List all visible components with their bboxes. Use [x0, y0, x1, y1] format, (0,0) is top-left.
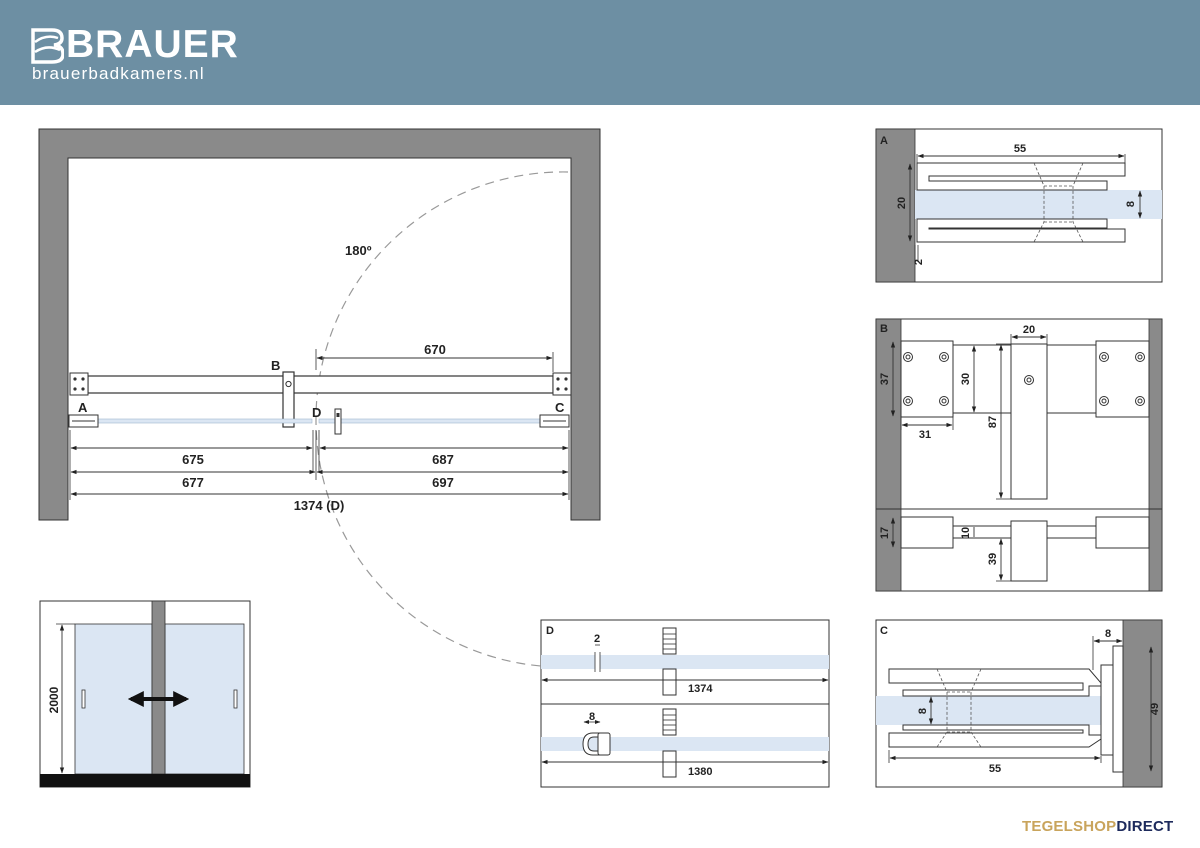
detail-b-dim-31: 31	[919, 429, 931, 441]
sliding-rail	[87, 375, 554, 394]
plan-label-b: B	[271, 358, 280, 373]
detail-c-wall	[1122, 619, 1163, 788]
glass-panel-right	[318, 418, 553, 424]
detail-b-side-bracket-right	[1095, 516, 1150, 549]
elevation-height: 2000	[47, 686, 61, 713]
detail-b-label: B	[880, 323, 888, 335]
detail-a-glass	[915, 190, 1162, 219]
detail-b-dim-17: 17	[879, 527, 891, 539]
door-swing-arc	[315, 171, 569, 668]
detail-a: A 55 20 8 2	[875, 128, 1163, 283]
rail-bracket-right	[552, 372, 572, 396]
detail-b-dim-39: 39	[987, 553, 999, 565]
detail-d-seal-width: 8	[589, 711, 595, 723]
detail-b-wall-left	[875, 318, 902, 592]
detail-a-clamp-bottom	[916, 218, 1126, 243]
detail-a-wall	[875, 128, 916, 283]
tegelshopdirect-logo: TEGELSHOPDIRECT	[1022, 818, 1173, 835]
detail-a-dim-2: 2	[913, 259, 925, 265]
header-banner: BRAUER brauerbadkamers.nl	[0, 0, 1200, 105]
detail-b-side-bracket-left	[900, 516, 954, 549]
dim-677: 677	[182, 475, 204, 490]
detail-a-dim-20: 20	[896, 197, 908, 209]
detail-d-label: D	[546, 625, 554, 637]
detail-a-dim-55: 55	[1014, 143, 1026, 155]
detail-d-glass-left-1	[541, 655, 595, 669]
plan-label-d: D	[312, 405, 321, 420]
detail-b-side-roller	[1010, 520, 1048, 582]
brauer-logo-icon	[31, 28, 64, 64]
detail-b-dim-87: 87	[987, 416, 999, 428]
dim-670: 670	[424, 342, 446, 357]
technical-drawing: 180º A B C D 670 675 687 677 697 1374 (D…	[38, 128, 1163, 788]
detail-b-dim-20: 20	[1023, 324, 1035, 336]
elevation-center-post	[151, 600, 166, 775]
detail-c: C 8 8 49 55	[875, 619, 1163, 788]
detail-c-dim-8-top: 8	[1105, 628, 1111, 640]
elevation-floor	[40, 774, 250, 787]
detail-c-clamp-top	[888, 668, 1102, 697]
detail-c-label: C	[880, 625, 888, 637]
detail-c-dim-8-glass: 8	[917, 708, 929, 714]
detail-b-dim-37: 37	[879, 373, 891, 385]
door-handle	[334, 408, 342, 435]
detail-c-dim-49: 49	[1149, 703, 1161, 715]
detail-c-glass	[876, 696, 1110, 725]
detail-b: B 20 37 30 87 31	[875, 318, 1163, 592]
dim-687: 687	[432, 452, 454, 467]
detail-d-gap: 2	[594, 633, 600, 645]
plan-view: 180º A B C D 670 675 687 677 697 1374 (D…	[38, 128, 601, 668]
dim-675: 675	[182, 452, 204, 467]
detail-d-glass-right-1	[600, 655, 829, 669]
detail-a-clamp-top	[916, 162, 1126, 191]
detail-b-roller-plate	[1010, 343, 1048, 500]
detail-c-clamp-bottom	[888, 724, 1102, 748]
detail-d-width-1: 1374	[688, 683, 713, 695]
detail-d-handle-2	[662, 708, 677, 736]
plan-label-a: A	[78, 400, 88, 415]
detail-a-dim-8: 8	[1125, 201, 1137, 207]
brand-url: brauerbadkamers.nl	[32, 64, 205, 83]
footer-logo-part2: DIRECT	[1116, 818, 1174, 835]
detail-b-dim-30: 30	[960, 373, 972, 385]
roller-b	[282, 371, 295, 428]
detail-d-handle-1	[662, 627, 677, 655]
plan-label-c: C	[555, 400, 565, 415]
detail-d-glass-2	[541, 737, 829, 751]
detail-b-dim-10: 10	[960, 527, 972, 539]
plan-wall	[38, 128, 601, 521]
detail-d-width-2: 1380	[688, 766, 712, 778]
elevation-view: 2000	[39, 600, 251, 788]
plan-angle-label: 180º	[345, 243, 372, 258]
dim-697: 697	[432, 475, 454, 490]
glass-panel-left	[77, 418, 313, 424]
detail-b-wall-right	[1148, 318, 1163, 592]
detail-a-label: A	[880, 135, 888, 147]
dim-total: 1374 (D)	[294, 498, 345, 513]
brand-name: BRAUER	[66, 23, 239, 66]
detail-c-wall-plate	[1100, 664, 1114, 756]
footer-logo-part1: TEGELSHOP	[1022, 818, 1117, 835]
detail-c-dim-55: 55	[989, 763, 1001, 775]
rail-bracket-left	[69, 372, 89, 396]
detail-d: D 2 1374 8 1380	[540, 619, 830, 788]
